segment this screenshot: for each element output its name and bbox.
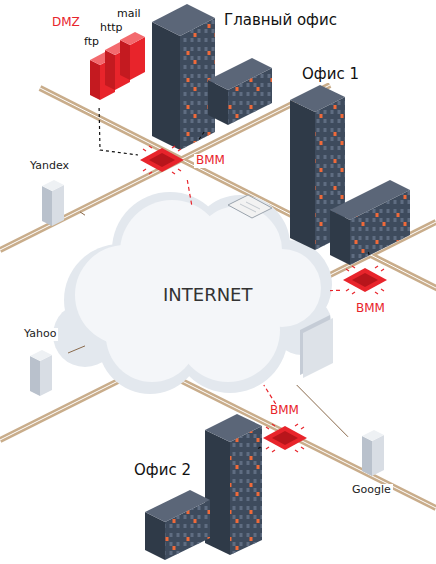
network-link bbox=[80, 212, 85, 215]
network-link bbox=[99, 108, 138, 155]
network-link bbox=[368, 252, 369, 258]
node-label: Google bbox=[350, 484, 393, 497]
node-label: Yandex bbox=[28, 160, 71, 173]
service-label: mail bbox=[115, 8, 143, 21]
network-link bbox=[197, 132, 204, 142]
node-label: Офис 2 bbox=[132, 462, 193, 479]
node-label: BMM bbox=[194, 154, 227, 168]
router-chip: BMM bbox=[138, 142, 230, 180]
node-label: Офис 1 bbox=[300, 66, 361, 83]
internet-cloud: INTERNET bbox=[85, 205, 330, 385]
office-building: Офис 2 bbox=[128, 408, 258, 560]
router-chip: BMM bbox=[340, 258, 412, 320]
server-icon: Yandex bbox=[28, 160, 80, 230]
service-label: ftp bbox=[82, 36, 101, 49]
network-link bbox=[187, 180, 191, 205]
node-label: BMM bbox=[268, 404, 301, 418]
network-link bbox=[264, 385, 276, 404]
server-icon: Yahoo bbox=[20, 326, 68, 400]
router-chip: BMM bbox=[262, 404, 322, 456]
network-link bbox=[258, 446, 262, 448]
service-label: http bbox=[98, 22, 125, 35]
server-icon: Google bbox=[348, 428, 402, 500]
network-link bbox=[68, 346, 85, 353]
node-label: BMM bbox=[354, 302, 387, 316]
node-label: Главный офис bbox=[222, 12, 339, 29]
office-building: Офис 1 bbox=[288, 62, 410, 252]
network-link bbox=[297, 385, 348, 437]
node-label: DMZ bbox=[50, 16, 82, 30]
network-link bbox=[330, 290, 340, 292]
node-label: INTERNET bbox=[163, 285, 252, 306]
node-label: Yahoo bbox=[22, 328, 58, 341]
